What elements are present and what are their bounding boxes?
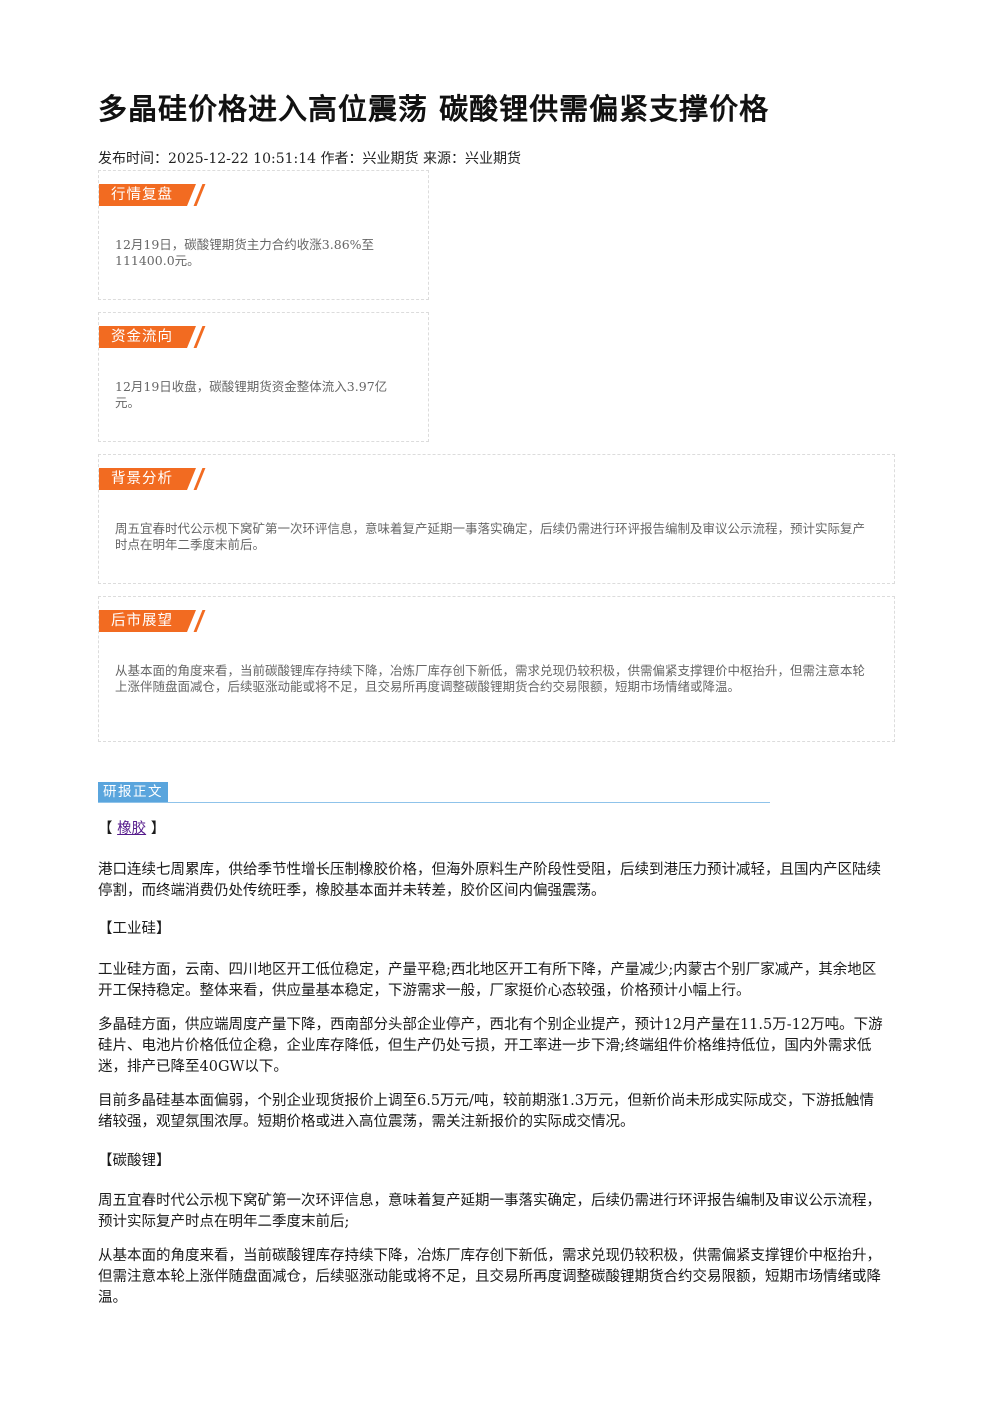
rubber-link[interactable]: 橡胶 [117,821,147,837]
silicon-paragraph-3: 目前多晶硅基本面偏弱，个别企业现货报价上调至6.5万元/吨，较前期涨1.3万元，… [98,1093,875,1130]
market-review-box: 行情复盘 12月19日，碳酸锂期货主力合约收涨3.86%至111400.0元。 [98,170,429,300]
fund-flow-tag: 资金流向 [99,326,196,348]
fund-flow-box: 资金流向 12月19日收盘，碳酸锂期货资金整体流入3.97亿元。 [98,312,429,442]
background-tag: 背景分析 [99,468,196,490]
fund-flow-text: 12月19日收盘，碳酸锂期货资金整体流入3.97亿元。 [115,379,388,410]
lithium-paragraph-1: 周五宜春时代公示枧下窝矿第一次环评信息，意味着复产延期一事落实确定，后续仍需进行… [98,1193,881,1230]
lithium-heading: 【碳酸锂】 [98,1153,171,1169]
market-review-tag: 行情复盘 [99,184,196,206]
article-title: 多晶硅价格进入高位震荡 碳酸锂供需偏紧支撑价格 [98,92,770,126]
silicon-heading: 【工业硅】 [98,921,171,937]
background-box: 背景分析 周五宜春时代公示枧下窝矿第一次环评信息，意味着复产延期一事落实确定，后… [98,454,895,584]
market-review-text: 12月19日，碳酸锂期货主力合约收涨3.86%至111400.0元。 [115,237,375,268]
lithium-paragraph-2: 从基本面的角度来看，当前碳酸锂库存持续下降，冶炼厂库存创下新低，需求兑现仍较积极… [98,1248,881,1306]
outlook-tag: 后市展望 [99,610,196,632]
rubber-bracket-close: 】 [150,821,166,837]
rubber-bracket-open: 【 [98,821,113,837]
background-text: 周五宜春时代公示枧下窝矿第一次环评信息，意味着复产延期一事落实确定，后续仍需进行… [115,521,866,552]
outlook-text: 从基本面的角度来看，当前碳酸锂库存持续下降，冶炼厂库存创下新低，需求兑现仍较积极… [115,663,866,694]
report-heading-tag: 研报正文 [98,782,168,802]
silicon-paragraph-1: 工业硅方面，云南、四川地区开工低位稳定，产量平稳;西北地区开工有所下降，产量减少… [98,962,877,999]
outlook-box: 后市展望 从基本面的角度来看，当前碳酸锂库存持续下降，冶炼厂库存创下新低，需求兑… [98,596,895,742]
rubber-paragraph: 港口连续七周累库，供给季节性增长压制橡胶价格，但海外原料生产阶段性受阻，后续到港… [98,862,881,899]
article-meta: 发布时间：2025-12-22 10:51:14 作者：兴业期货 来源：兴业期货 [98,151,521,167]
rubber-heading: 【 橡胶 】 [98,819,888,840]
report-heading-bar: 研报正文 [98,782,770,803]
silicon-paragraph-2: 多晶硅方面，供应端周度产量下降，西南部分头部企业停产，西北有个别企业提产，预计1… [98,1017,883,1075]
